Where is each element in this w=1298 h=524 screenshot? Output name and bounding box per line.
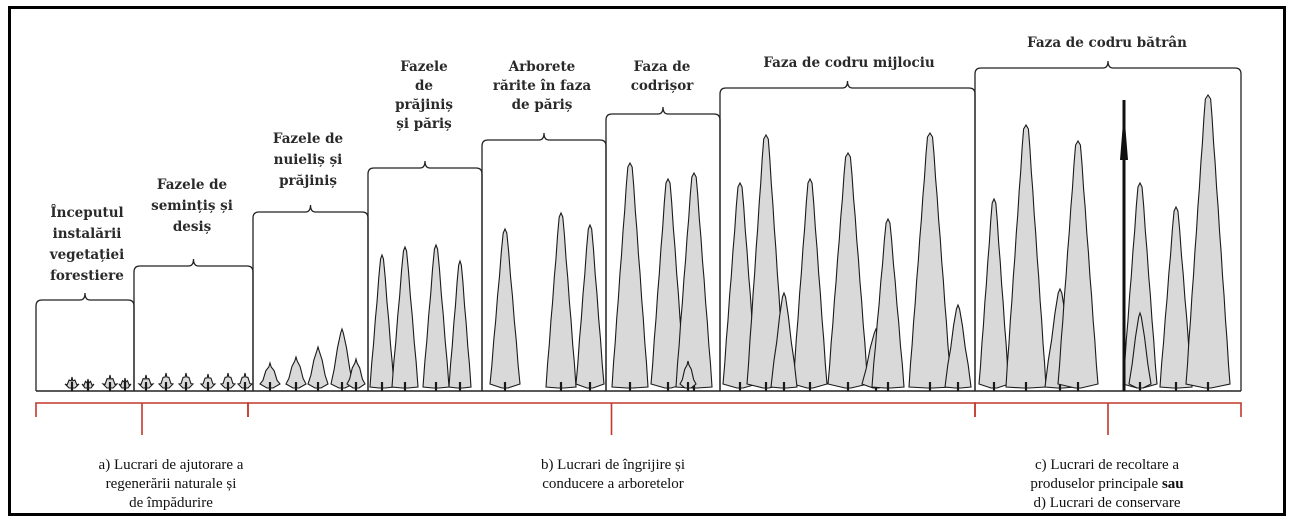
work-label-line: c) Lucrari de recoltare a bbox=[1035, 457, 1179, 473]
phase-label-4: Fazele de prăjiniș și păriș bbox=[395, 59, 453, 132]
conifer-tree-29 bbox=[792, 177, 828, 389]
stage-bracket-1 bbox=[35, 292, 135, 391]
stage-boxes bbox=[35, 60, 1242, 392]
work-label-line: d) Lucrari de conservare bbox=[1034, 495, 1181, 511]
phase-label-line: instalării bbox=[53, 226, 122, 242]
conifer-tree-23 bbox=[611, 161, 649, 389]
phase-label-line: Începutul bbox=[50, 205, 123, 221]
work-label-c: c) Lucrari de recoltare a produselor prin… bbox=[1030, 457, 1183, 511]
conifer-tree-30 bbox=[827, 151, 869, 389]
trees bbox=[64, 94, 1231, 391]
phase-labels: Începutul instalării vegetației forestiere F… bbox=[49, 35, 1187, 284]
conifer-tree-21 bbox=[545, 211, 577, 389]
phase-label-line: Fazele de bbox=[273, 131, 343, 147]
phase-label-line: codrișor bbox=[631, 78, 695, 94]
work-label-line: b) Lucrari de îngrijire și bbox=[541, 457, 685, 473]
work-bracket-b bbox=[247, 402, 976, 435]
work-bracket-c bbox=[974, 402, 1242, 435]
conifer-tree-17 bbox=[391, 245, 419, 389]
phase-label-line: vegetației bbox=[49, 247, 125, 263]
phase-label-line: și păriș bbox=[396, 116, 452, 132]
conifer-tree-37 bbox=[1005, 123, 1047, 389]
work-brackets bbox=[35, 402, 1242, 435]
phase-label-line: forestiere bbox=[50, 268, 124, 284]
phase-label-line: desiș bbox=[173, 219, 212, 235]
conifer-tree-16 bbox=[369, 253, 395, 389]
phase-label-line: prăjiniș bbox=[395, 97, 453, 113]
work-label-line: conducere a arboretelor bbox=[542, 476, 684, 492]
phase-label-line: de bbox=[415, 78, 433, 94]
conifer-tree-35 bbox=[944, 303, 972, 389]
phase-label-6: Faza de codrișor bbox=[631, 59, 695, 94]
work-label-a: a) Lucrari de ajutorare a regenerării nat… bbox=[99, 457, 244, 511]
stage-bracket-6 bbox=[605, 106, 721, 391]
conifer-tree-33 bbox=[871, 217, 905, 389]
conifer-tree-22 bbox=[575, 223, 605, 389]
phase-label-7: Faza de codru mijlociu bbox=[763, 55, 935, 71]
stage-bracket-7 bbox=[719, 80, 976, 391]
phase-label-line: de păriș bbox=[512, 97, 573, 113]
stage-bracket-2 bbox=[133, 258, 254, 391]
work-label-line: a) Lucrari de ajutorare a bbox=[99, 457, 244, 473]
phase-label-line: Arborete bbox=[508, 59, 576, 75]
conifer-tree-34 bbox=[908, 131, 952, 389]
conifer-tree-20 bbox=[489, 227, 521, 389]
conifer-tree-36 bbox=[978, 197, 1010, 389]
phase-label-line: Fazele de bbox=[157, 177, 227, 193]
conifer-tree-25 bbox=[675, 171, 713, 389]
phase-label-3: Fazele de nuieliș și prăjiniș bbox=[273, 131, 343, 189]
phase-label-line: Faza de codru mijlociu bbox=[763, 55, 935, 71]
stage-bracket-8 bbox=[974, 60, 1242, 391]
work-labels: a) Lucrari de ajutorare a regenerării nat… bbox=[99, 457, 1184, 511]
work-label-line: regenerării naturale și bbox=[106, 476, 237, 492]
phase-label-line: Fazele bbox=[400, 59, 448, 75]
stage-bracket-5 bbox=[481, 132, 607, 391]
work-label-line: produselor principale sau bbox=[1030, 476, 1183, 492]
phase-label-line: semințiș și bbox=[151, 198, 233, 214]
phase-label-1: Începutul instalării vegetației forestiere bbox=[49, 205, 125, 284]
diagram-frame bbox=[8, 6, 1286, 516]
phase-label-5: Arborete rărite în faza de păriș bbox=[493, 59, 591, 113]
conifer-tree-39 bbox=[1057, 139, 1099, 389]
stage-bracket-3 bbox=[252, 204, 369, 391]
phase-label-line: rărite în faza bbox=[493, 78, 591, 94]
phase-label-line: Faza de codru bătrân bbox=[1027, 35, 1187, 51]
work-label-b: b) Lucrari de îngrijire și conducere a ar… bbox=[541, 457, 685, 492]
conifer-tree-18 bbox=[422, 243, 450, 389]
stage-bracket-4 bbox=[367, 160, 483, 391]
work-bracket-a bbox=[35, 402, 249, 435]
conifer-tree-42 bbox=[1185, 94, 1231, 389]
phase-label-8: Faza de codru bătrân bbox=[1027, 35, 1187, 51]
work-label-line: de împădurire bbox=[129, 495, 213, 511]
phase-label-2: Fazele de semințiș și desiș bbox=[151, 177, 233, 235]
phase-label-line: prăjiniș bbox=[279, 173, 337, 189]
phase-label-line: Faza de bbox=[634, 59, 691, 75]
phase-label-line: nuieliș și bbox=[274, 152, 343, 168]
conifer-tree-19 bbox=[448, 259, 472, 389]
conifer-tree-13 bbox=[307, 345, 329, 389]
